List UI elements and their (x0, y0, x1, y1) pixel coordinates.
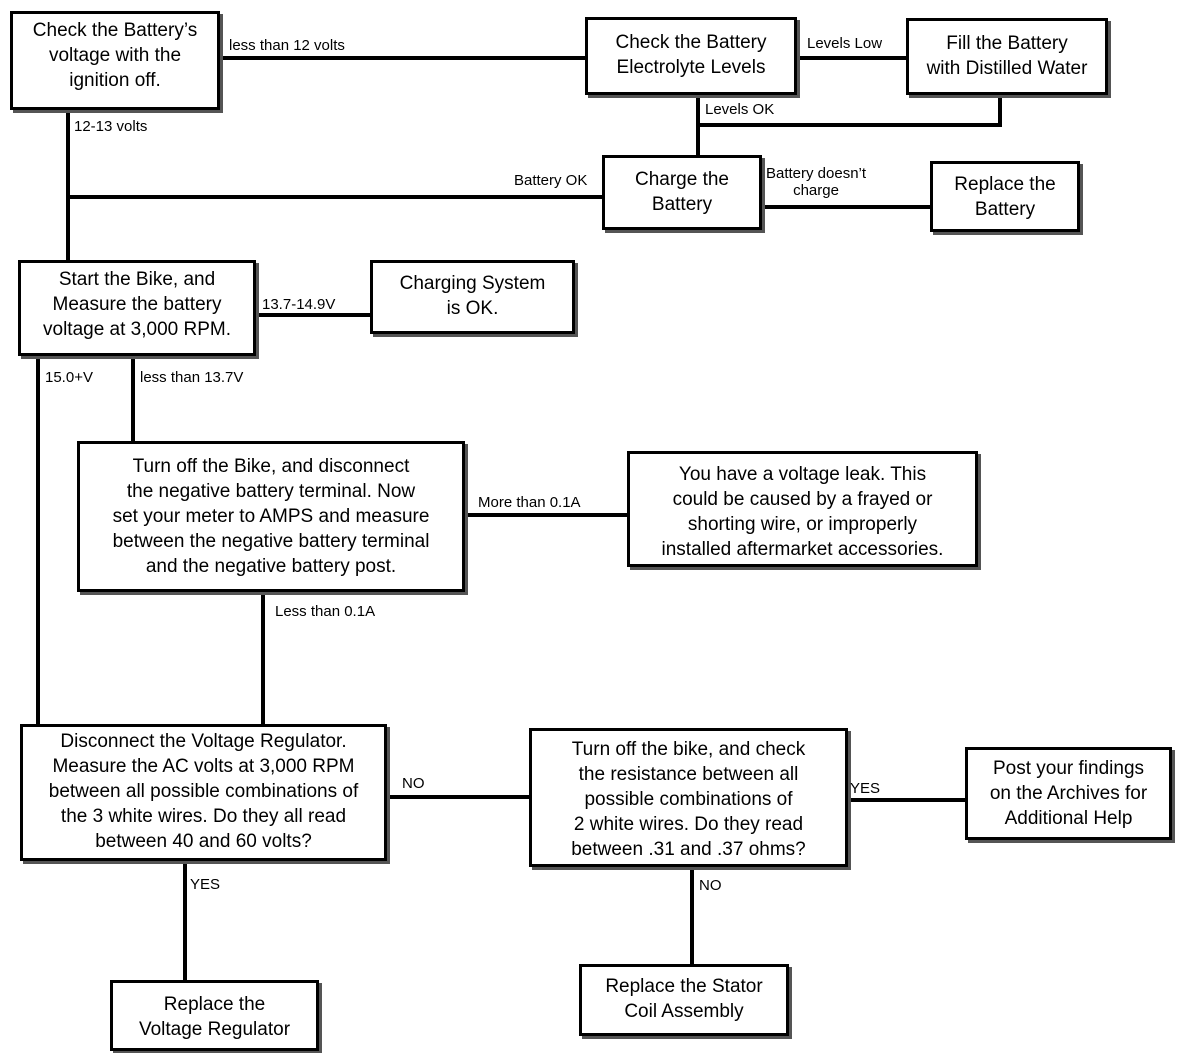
replace-stator-box: Replace the Stator Coil Assembly (579, 964, 789, 1036)
label-less-than-13-7v: less than 13.7V (140, 369, 244, 386)
start-bike-box: Start the Bike, and Measure the battery … (18, 260, 256, 356)
voltage-leak-box: You have a voltage leak. This could be c… (627, 451, 978, 567)
label-less-than-12-volts: less than 12 volts (229, 37, 345, 54)
label-battery-ok: Battery OK (514, 172, 588, 189)
check-resistance-box: Turn off the bike, and check the resista… (529, 728, 848, 867)
charging-ok-box: Charging System is OK. (370, 260, 575, 334)
label-13-7-14-9v: 13.7-14.9V (262, 296, 336, 313)
label-yes-resistance: YES (850, 780, 881, 797)
post-findings-box: Post your findings on the Archives for A… (965, 747, 1172, 840)
label-levels-low: Levels Low (807, 35, 883, 52)
replace-regulator-box: Replace the Voltage Regulator (110, 980, 319, 1051)
label-more-than-0-1a: More than 0.1A (478, 494, 581, 511)
label-battery-doesnt-charge: Battery doesn’t charge (766, 165, 867, 199)
label-no-regulator: NO (402, 775, 425, 792)
replace-battery-box: Replace the Battery (930, 161, 1080, 232)
label-no-resistance: NO (699, 877, 722, 894)
label-15-plus-v: 15.0+V (45, 369, 93, 386)
fill-battery-box: Fill the Battery with Distilled Water (906, 18, 1108, 95)
charge-battery-box: Charge the Battery (602, 155, 762, 230)
label-less-than-0-1a: Less than 0.1A (275, 603, 376, 620)
label-levels-ok: Levels OK (705, 101, 775, 118)
check-electrolyte-box: Check the Battery Electrolyte Levels (585, 17, 797, 95)
disconnect-regulator-box: Disconnect the Voltage Regulator. Measur… (20, 724, 387, 861)
label-12-13-volts: 12-13 volts (74, 118, 148, 135)
check-voltage-box: Check the Battery’s voltage with the ign… (10, 11, 220, 110)
label-yes-regulator: YES (190, 876, 221, 893)
turn-off-disconnect-box: Turn off the Bike, and disconnect the ne… (77, 441, 465, 592)
